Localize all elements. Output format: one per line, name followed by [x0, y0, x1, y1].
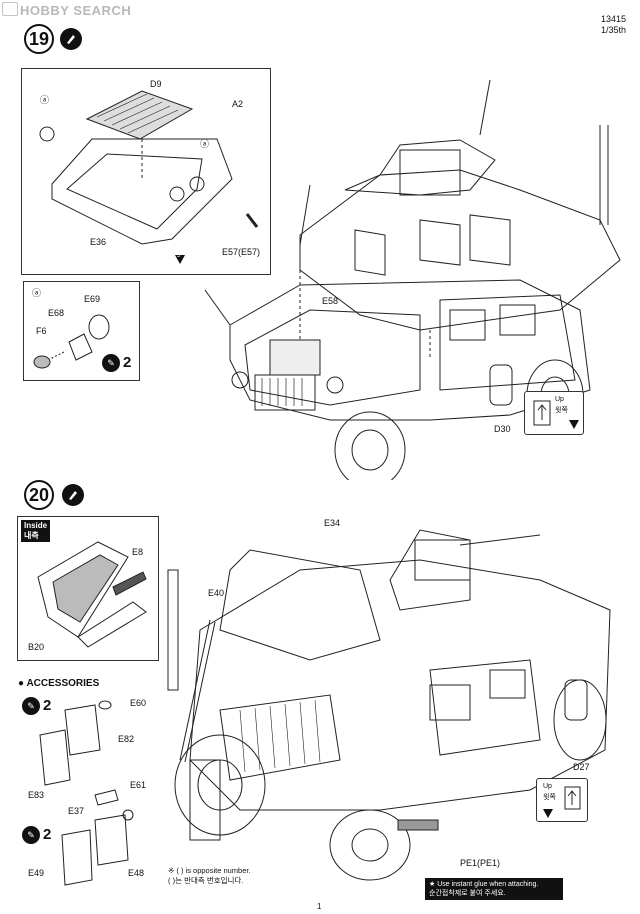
label-b20: B20: [28, 642, 45, 652]
label-d27: D27: [573, 762, 590, 772]
orientation-up-korean: 윗쪽: [555, 407, 568, 414]
up-arrow-icon: [533, 400, 551, 426]
label-e48: E48: [128, 868, 145, 878]
inside-badge: Inside 내측: [21, 520, 51, 542]
step-20-number: 20: [24, 480, 54, 510]
step-19-vehicle-drawing: [204, 79, 621, 480]
label-e8: E8: [132, 547, 144, 557]
label-d30: D30: [494, 424, 511, 434]
glue-note-english: ★ Use instant glue when attaching.: [429, 881, 539, 888]
door-parts-drawing: [37, 541, 147, 648]
accessories-quantity-2: 2: [43, 826, 52, 843]
label-a2-part: A2: [232, 99, 244, 109]
accessories-quantity-1: 2: [43, 697, 52, 714]
label-e36: E36: [90, 237, 107, 247]
step-19-orientation-diagram: Up 윗쪽: [524, 391, 584, 435]
watermark: HOBBY SEARCH: [2, 2, 131, 18]
opposite-note-korean: ( )는 반대측 번호입니다.: [168, 876, 244, 885]
step-20-vehicle-drawing: [167, 529, 611, 881]
opposite-note-english: ※ ( ) is opposite number.: [168, 866, 251, 875]
hood-parts-drawing: [39, 90, 259, 245]
product-info: 13415 1/35th: [601, 14, 626, 36]
light-parts-drawing: [33, 314, 110, 369]
product-scale: 1/35th: [600, 25, 626, 35]
inside-label: Inside: [24, 521, 48, 530]
label-e68: E68: [48, 308, 65, 318]
label-e58: E58: [322, 296, 339, 306]
label-e69: E69: [84, 294, 101, 304]
label-e57: E57(E57): [222, 247, 261, 257]
up-arrow-icon: [564, 786, 581, 810]
label-e61: E61: [130, 780, 147, 790]
label-e40: E40: [208, 588, 225, 598]
orientation-up-label: Up: [555, 396, 564, 403]
orientation-up-korean: 윗쪽: [543, 794, 556, 801]
step-19-number: 19: [24, 24, 54, 54]
orientation-marker: [543, 809, 553, 818]
opposite-number-note: ※ ( ) is opposite number. ( )는 반대측 번호입니다…: [168, 866, 251, 886]
orientation-up-label: Up: [543, 783, 552, 790]
label-e60: E60: [130, 698, 147, 708]
step-20-orientation-diagram: Up 윗쪽: [536, 778, 588, 822]
product-number: 13415: [600, 14, 626, 24]
label-e49: E49: [28, 868, 45, 878]
label-e83: E83: [28, 790, 45, 800]
paint-icon: ✎: [22, 826, 40, 844]
paint-icon: ✎: [22, 697, 40, 715]
sub-step-marker-number: 5: [177, 253, 181, 259]
cement-icon: [60, 28, 82, 50]
label-e37: E37: [68, 806, 85, 816]
label-pe1: PE1(PE1): [460, 858, 501, 868]
step-20-door-inset: Inside 내측 E8 B20: [17, 516, 159, 661]
label-e82: E82: [118, 734, 135, 744]
accessories-drawing: [39, 700, 134, 886]
label-f6: F6: [36, 326, 47, 336]
quantity-2: 2: [123, 354, 132, 371]
step-19-hood-inset: ⓐ ⓐ D9 A2 E36 E57(E57) 5: [21, 68, 271, 275]
cement-icon: [62, 484, 84, 506]
glue-note-korean: 순간접착제로 붙여 주세요.: [429, 890, 506, 897]
instant-glue-note: ★ Use instant glue when attaching. 순간접착제…: [425, 878, 563, 900]
label-a-2: ⓐ: [200, 139, 210, 149]
sub-step-marker: [175, 255, 185, 264]
paint-icon: ✎: [102, 354, 120, 372]
label-e34: E34: [324, 518, 341, 528]
label-a-sub: ⓐ: [32, 288, 42, 298]
step-19-light-inset: ⓐ E68 E69 F6 ✎ 2: [23, 281, 140, 381]
watermark-logo-icon: [2, 2, 18, 16]
inside-label-korean: 내측: [24, 531, 39, 540]
page-number: 1: [317, 902, 322, 911]
label-d9: D9: [150, 79, 162, 89]
orientation-marker: [569, 420, 579, 429]
accessories-title: ● ACCESSORIES: [18, 678, 100, 689]
label-a-1: ⓐ: [40, 95, 50, 105]
